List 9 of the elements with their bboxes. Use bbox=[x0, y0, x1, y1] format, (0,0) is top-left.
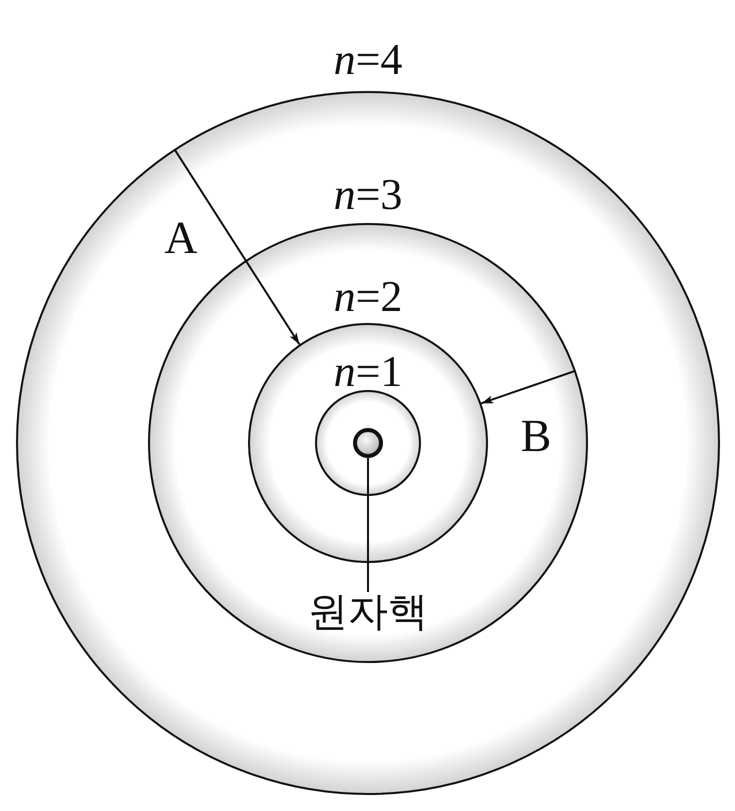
arrow bbox=[174, 148, 300, 345]
orbit-label: n=1 bbox=[334, 350, 402, 394]
leader-line bbox=[367, 458, 369, 592]
arrow bbox=[480, 370, 576, 404]
orbit-label: n=4 bbox=[334, 38, 402, 82]
nucleus-circle bbox=[353, 428, 383, 458]
orbit-label: n=3 bbox=[334, 173, 402, 217]
nucleus-label: 원자핵 bbox=[308, 590, 428, 634]
orbit-label: n=2 bbox=[334, 275, 402, 319]
